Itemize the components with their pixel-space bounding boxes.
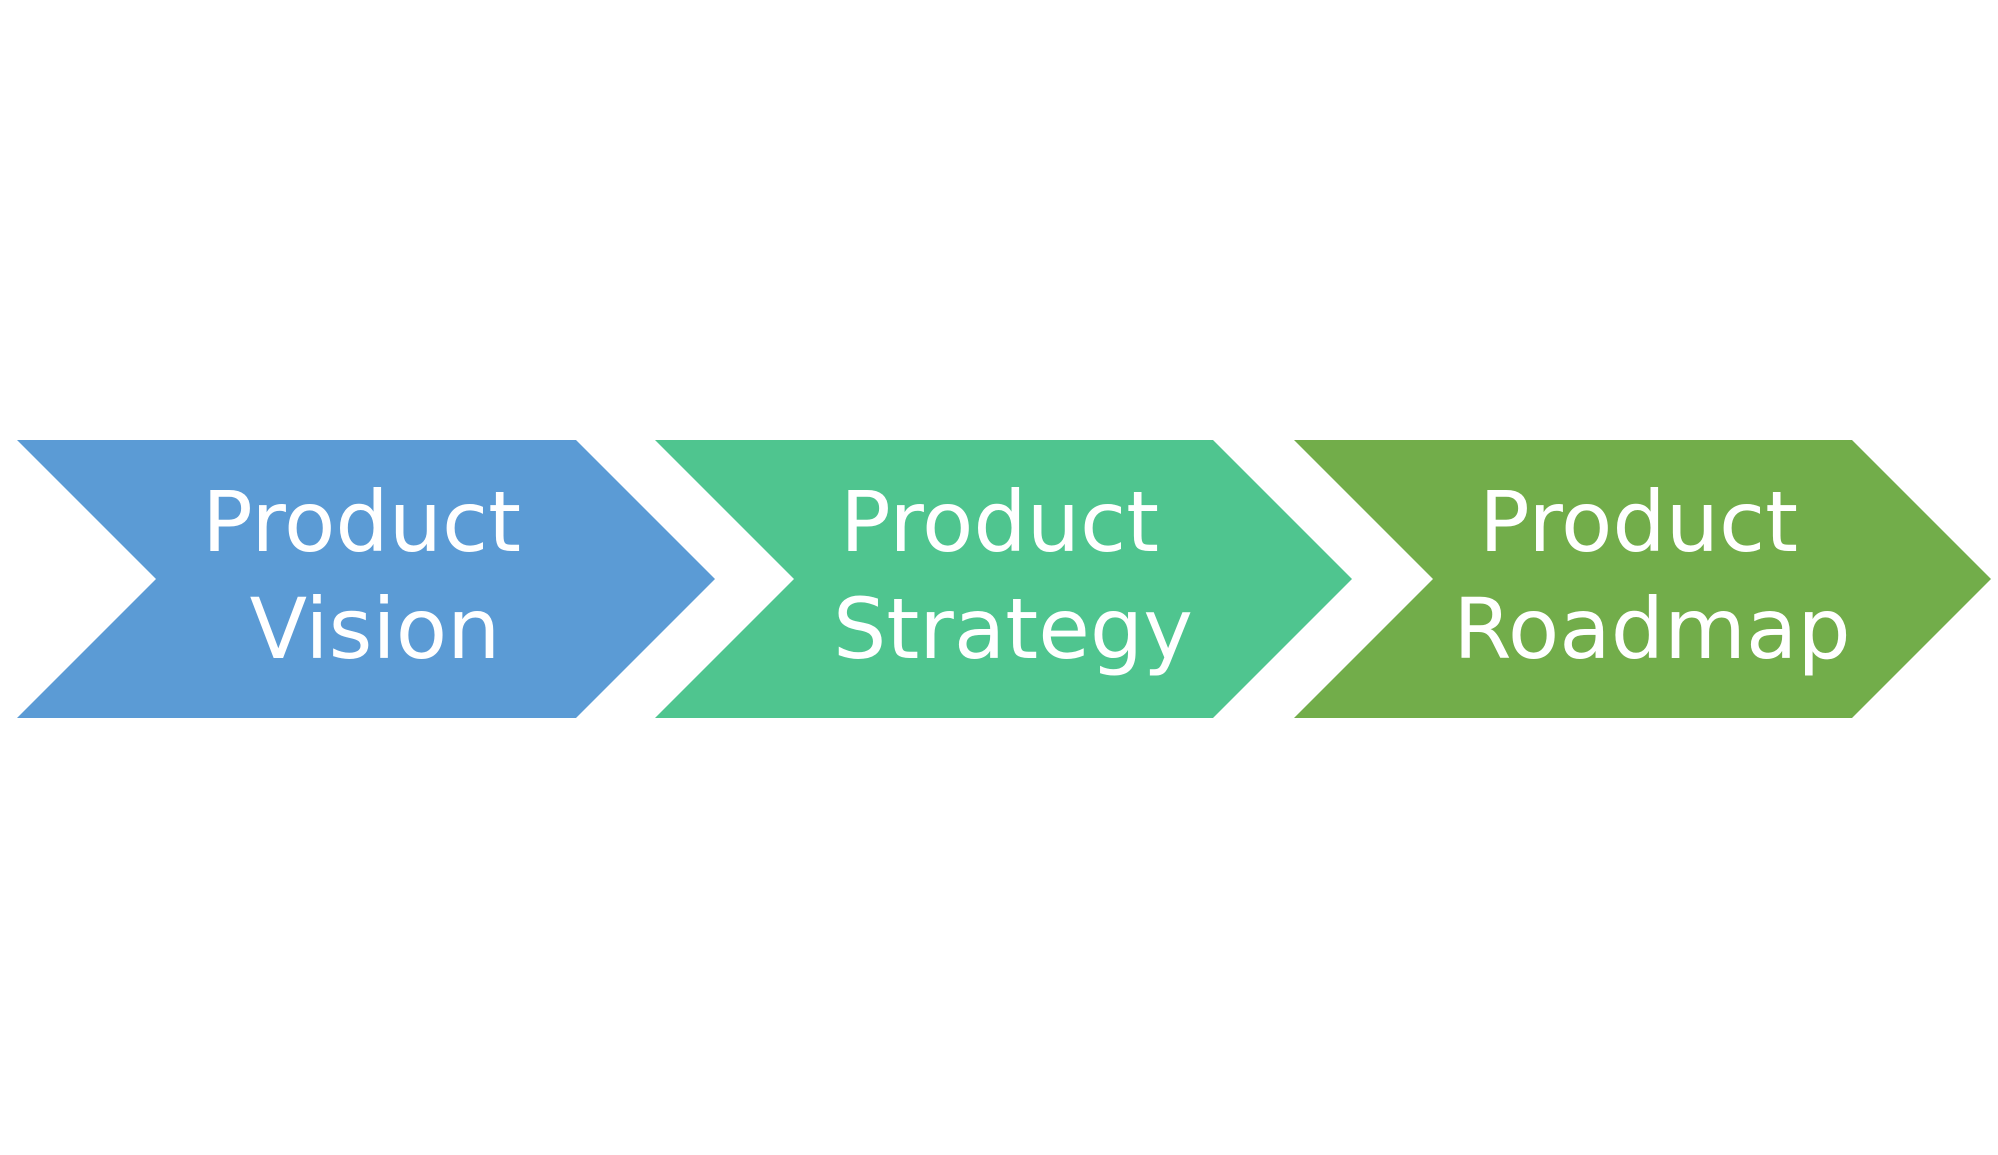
- step-vision-line2: Vision: [250, 580, 501, 678]
- step-vision-line1: Product: [202, 473, 521, 571]
- chevron-shape-strategy: [655, 440, 1352, 718]
- chevron-step-strategy: Product Strategy: [655, 440, 1352, 718]
- step-roadmap-line1: Product: [1479, 473, 1798, 571]
- step-strategy-line2: Strategy: [833, 580, 1193, 678]
- svg-text:Product Vision: Product Vision: [202, 473, 548, 678]
- chevron-step-vision: Product Vision: [17, 440, 715, 718]
- chevron-shape-roadmap: [1294, 440, 1991, 718]
- svg-text:Product Roadmap: Product Roadmap: [1453, 473, 1850, 678]
- chevron-shape-vision: [17, 440, 715, 718]
- step-strategy-line1: Product: [840, 473, 1159, 571]
- chevron-step-roadmap: Product Roadmap: [1294, 440, 1991, 718]
- step-roadmap-line2: Roadmap: [1453, 580, 1850, 678]
- svg-text:Product Strategy: Product Strategy: [833, 473, 1193, 678]
